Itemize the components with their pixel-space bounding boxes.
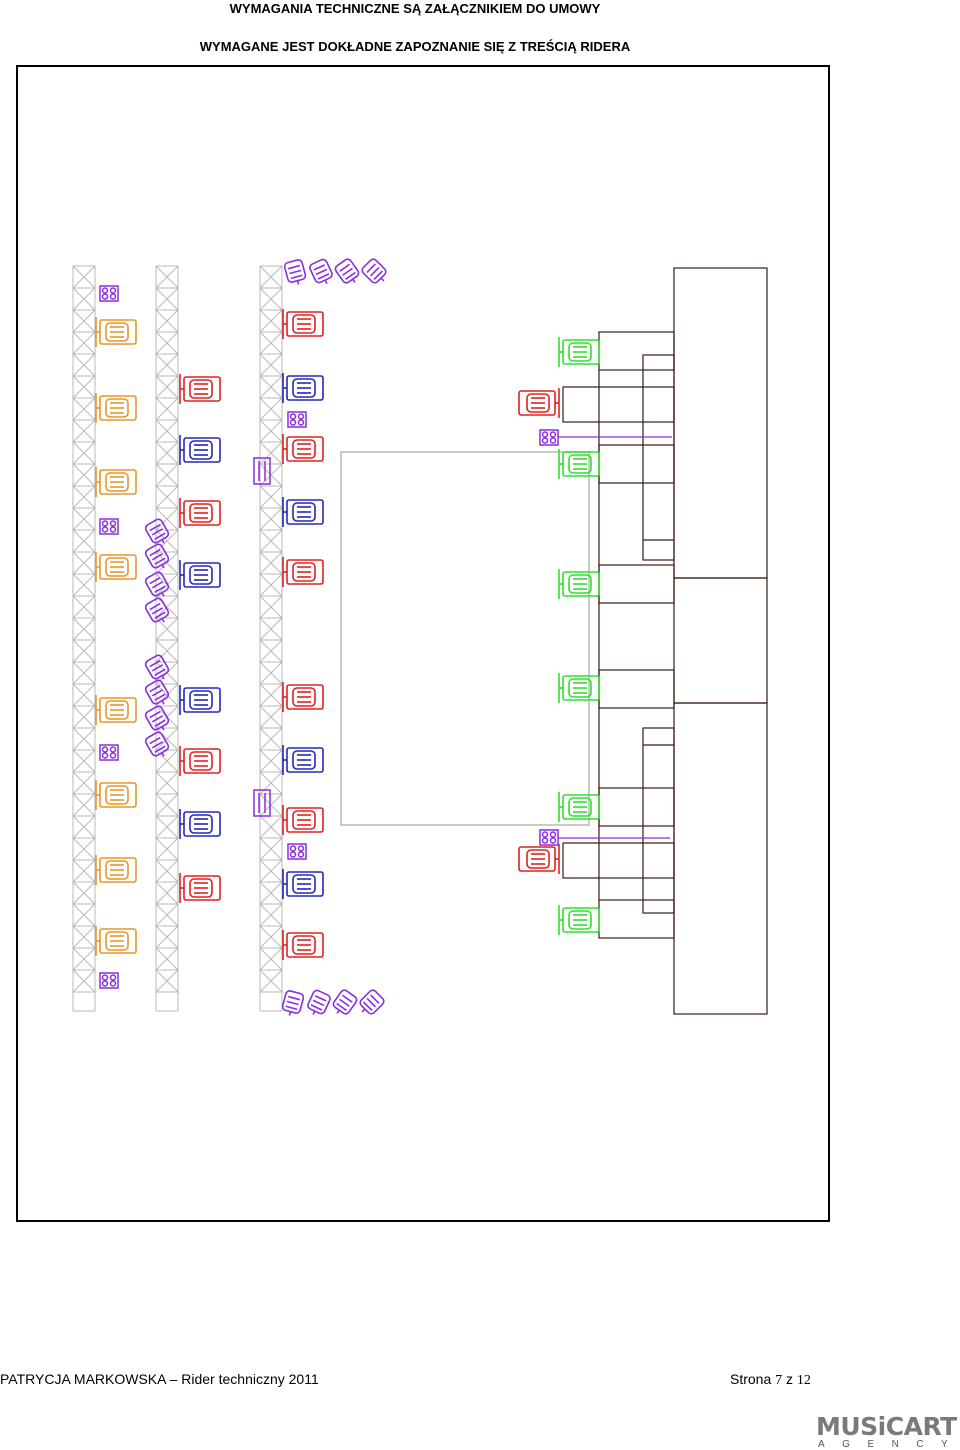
purple-par-can-icon: [144, 597, 170, 623]
green-moving-head-icon: [558, 673, 600, 703]
blue-moving-head-icon: [179, 685, 221, 715]
logo-subtitle: AGENCY: [818, 1439, 960, 1450]
truss-center: [155, 265, 179, 1012]
truss-left: [72, 265, 96, 1012]
purple-par-can-icon: [359, 989, 385, 1015]
red-moving-head-icon: [282, 930, 324, 960]
green-moving-head-icon: [558, 905, 600, 935]
blue-moving-head-icon: [179, 560, 221, 590]
blue-moving-head-icon: [282, 745, 324, 775]
red-moving-head-icon: [179, 873, 221, 903]
purple-par-can-icon: [144, 518, 170, 544]
green-moving-head-icon: [558, 569, 600, 599]
orange-moving-head-icon: [95, 926, 137, 956]
red-moving-head-icon: [282, 557, 324, 587]
purple-par-can-icon: [144, 705, 170, 731]
purple-par-can-icon: [144, 679, 170, 705]
purple-blinder-icon: [99, 285, 119, 302]
fixture-group: [95, 258, 672, 1016]
red-moving-head-icon: [282, 309, 324, 339]
red-moving-head-icon: [518, 844, 560, 874]
red-moving-head-icon: [282, 682, 324, 712]
red-moving-head-icon: [282, 434, 324, 464]
purple-par-can-icon: [332, 989, 358, 1015]
purple-par-can-icon: [144, 571, 170, 597]
blue-moving-head-icon: [282, 497, 324, 527]
purple-blinder-icon: [99, 744, 119, 761]
stage-block: [642, 354, 675, 561]
stage-block: [673, 267, 768, 579]
blue-moving-head-icon: [179, 435, 221, 465]
purple-par-can-icon: [144, 731, 170, 757]
purple-par-can-icon: [144, 543, 170, 569]
orange-moving-head-icon: [95, 780, 137, 810]
purple-par-can-icon: [144, 654, 170, 680]
footer-title: PATRYCJA MARKOWSKA – Rider techniczny 20…: [0, 1371, 319, 1387]
purple-blinder-icon: [287, 411, 307, 428]
stage-block: [598, 331, 675, 371]
truss-right: [259, 265, 283, 1012]
stage-block: [642, 727, 675, 914]
purple-par-can-icon: [361, 258, 387, 284]
truss-group: [72, 265, 283, 1012]
purple-par-can-icon: [334, 258, 360, 284]
stage-block: [598, 787, 675, 827]
page-separator: z: [782, 1371, 797, 1387]
purple-blinder-icon: [99, 972, 119, 989]
page-prefix: Strona: [730, 1371, 776, 1387]
drawing-frame: [16, 65, 830, 1222]
purple-blinder-icon: [539, 429, 559, 446]
purple-par-can-icon: [307, 989, 331, 1016]
red-moving-head-icon: [179, 498, 221, 528]
page-current: 7: [775, 1373, 783, 1388]
orange-moving-head-icon: [95, 317, 137, 347]
purple-blinder-icon: [99, 518, 119, 535]
header-line-2: WYMAGANE JEST DOKŁADNE ZAPOZNANIE SIĘ Z …: [199, 39, 631, 54]
stage-block: [562, 386, 675, 423]
stage-block: [673, 577, 768, 704]
blue-moving-head-icon: [282, 869, 324, 899]
stage-block: [673, 702, 768, 1015]
stage-outline: [562, 267, 768, 1015]
orange-moving-head-icon: [95, 552, 137, 582]
orange-moving-head-icon: [95, 393, 137, 423]
header-line-1: WYMAGANIA TECHNICZNE SĄ ZAŁĄCZNIKIEM DO …: [229, 1, 601, 16]
stage-block: [598, 899, 675, 939]
purple-blinder-icon: [287, 843, 307, 860]
musicart-logo: MUSiCART AGENCY: [816, 1414, 960, 1450]
logo-wordmark: MUSiCART: [816, 1412, 957, 1441]
red-moving-head-icon: [179, 374, 221, 404]
red-moving-head-icon: [518, 388, 560, 418]
orange-moving-head-icon: [95, 467, 137, 497]
blue-moving-head-icon: [179, 809, 221, 839]
catwalk-outline: [340, 451, 590, 826]
orange-moving-head-icon: [95, 695, 137, 725]
page-total: 12: [796, 1373, 811, 1388]
purple-par-can-icon: [283, 259, 307, 285]
purple-par-can-icon: [281, 990, 305, 1016]
purple-strobe-icon: [253, 457, 271, 485]
green-moving-head-icon: [558, 449, 600, 479]
red-moving-head-icon: [282, 805, 324, 835]
purple-blinder-icon: [539, 829, 559, 846]
blue-moving-head-icon: [282, 373, 324, 403]
page-number: Strona 7 z 12: [730, 1371, 811, 1389]
orange-moving-head-icon: [95, 855, 137, 885]
purple-strobe-icon: [253, 789, 271, 817]
purple-par-can-icon: [309, 258, 333, 285]
green-moving-head-icon: [558, 337, 600, 367]
stage-block: [598, 669, 675, 709]
stage-block: [598, 564, 675, 604]
green-moving-head-icon: [558, 792, 600, 822]
stage-block: [562, 842, 675, 879]
red-moving-head-icon: [179, 746, 221, 776]
stage-block: [598, 444, 675, 484]
